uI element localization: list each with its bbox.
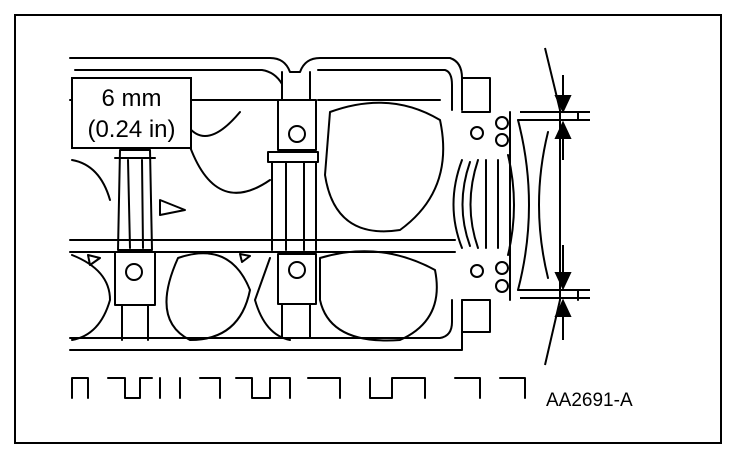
dimension-arrows [520,47,590,366]
dimension-imperial: (0.24 in) [87,116,176,143]
figure-id: AA2691-A [546,390,633,411]
pan-rail [71,377,526,399]
bearing-cap-center [267,71,319,339]
dimension-callout: 6 mm (0.24 in) [71,77,192,149]
bearing-cap-left [114,149,156,341]
dimension-metric: 6 mm [101,85,162,112]
figure-frame [14,14,722,444]
